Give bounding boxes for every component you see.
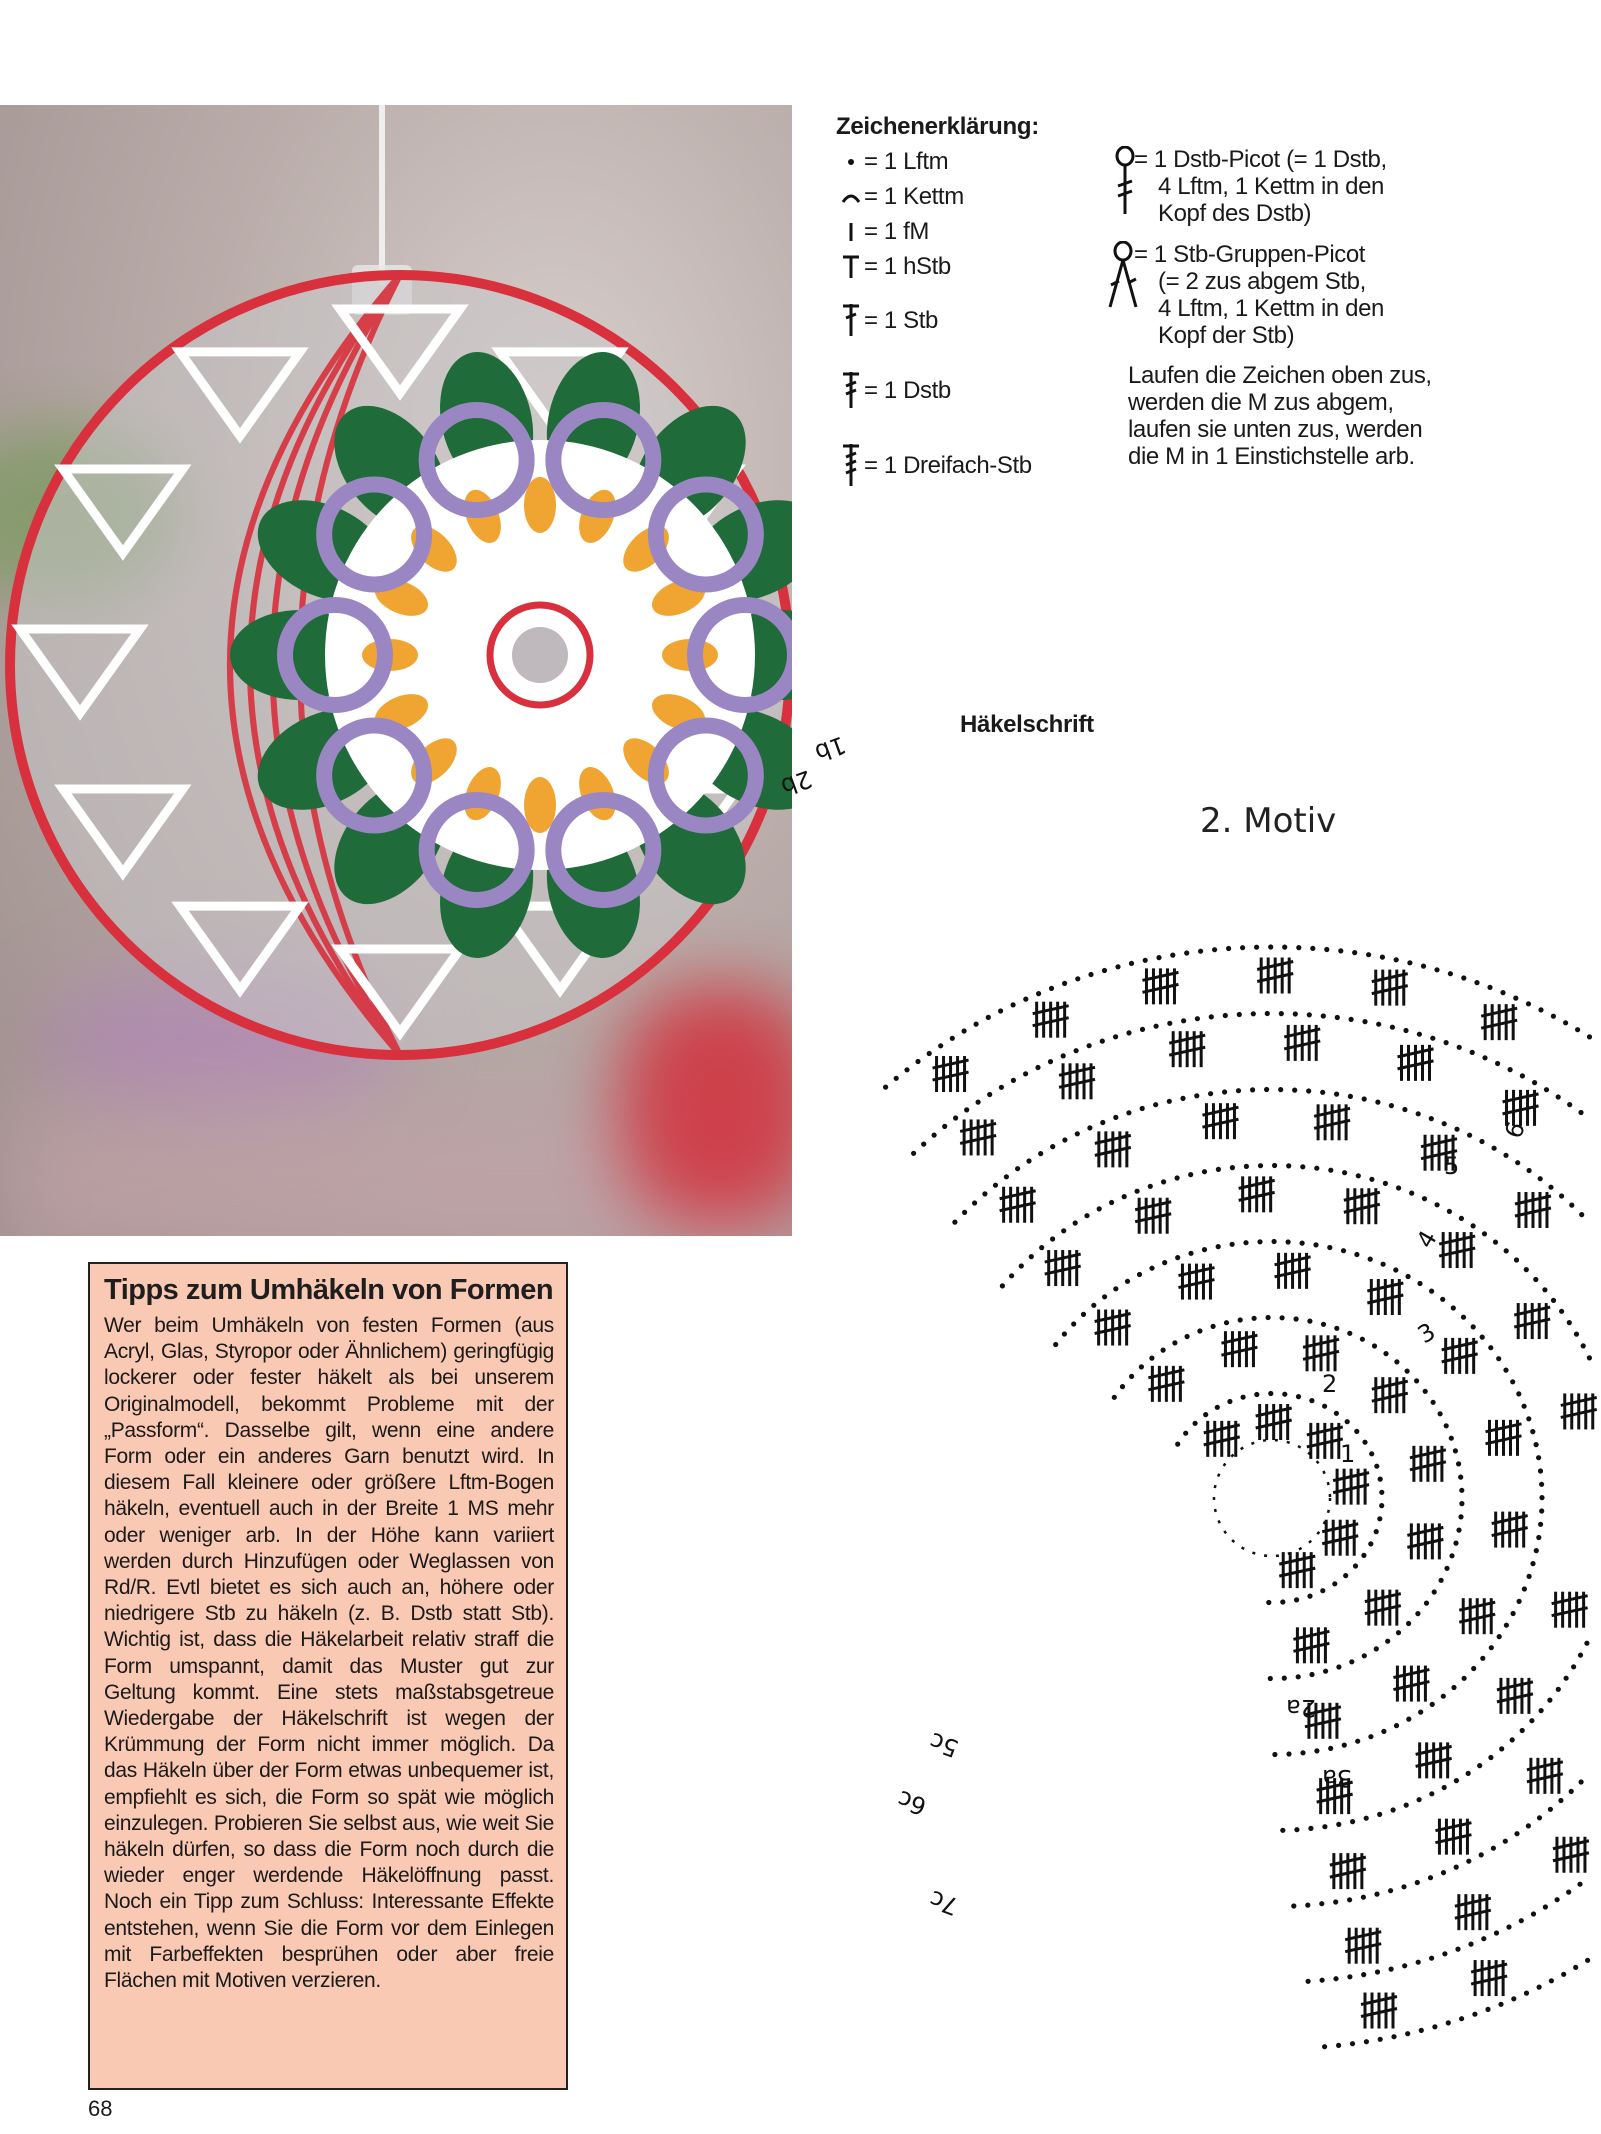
legend-item-dreifach-stb: = 1 Dreifach-Stb xyxy=(838,442,1032,488)
picot-dstb-icon xyxy=(1110,146,1140,216)
crochet-chart-heading: Häkelschrift xyxy=(960,711,1094,738)
legend-item-hstb: = 1 hStb xyxy=(838,253,951,280)
crochet-chart-diagram: 2. Motiv 1b 2b 6 5 4 3 2 1 2a 3a 5c 6c 7… xyxy=(777,730,1598,2050)
dot-icon xyxy=(838,155,864,169)
legend-note: Laufen die Zeichen oben zus, werden die … xyxy=(1128,362,1432,470)
bar-icon xyxy=(838,221,864,243)
legend-item-fm: = 1 fM xyxy=(838,218,929,245)
round-label: 2a xyxy=(1286,1694,1316,1722)
round-label: 1 xyxy=(1340,1440,1355,1468)
cross-one-icon xyxy=(838,302,864,338)
tips-title: Tipps zum Umhäkeln von Formen xyxy=(104,1274,554,1306)
crocheted-bauble-image xyxy=(5,105,792,1060)
round-label: 7c xyxy=(926,1885,962,1921)
round-label: 2b xyxy=(777,764,815,801)
round-label: 5 xyxy=(1444,1152,1459,1180)
motif-label: 2. Motiv xyxy=(1200,801,1336,841)
product-photo xyxy=(0,105,792,1236)
legend-item-dstb: = 1 Dstb xyxy=(838,370,951,410)
round-label: 3a xyxy=(1322,1764,1352,1792)
tips-body: Wer beim Umhäkeln von festen Formen (aus… xyxy=(104,1314,554,1993)
legend-item-lftm: = 1 Lftm xyxy=(838,148,949,175)
round-label: 5c xyxy=(926,1727,962,1763)
page-number: 68 xyxy=(88,2096,113,2121)
round-label: 4 xyxy=(1411,1226,1443,1253)
cross-three-icon xyxy=(838,442,864,488)
round-label: 1b xyxy=(811,730,849,767)
round-label: 6c xyxy=(894,1785,930,1821)
t-icon xyxy=(838,254,864,280)
cross-two-icon xyxy=(838,370,864,410)
picot-group-icon xyxy=(1106,241,1138,311)
legend-item-kettm: = 1 Kettm xyxy=(838,183,964,210)
round-label: 2 xyxy=(1322,1370,1337,1398)
arc-icon xyxy=(838,190,864,204)
tips-box: Tipps zum Umhäkeln von Formen Wer beim U… xyxy=(88,1262,568,2090)
round-label: 3 xyxy=(1413,1317,1440,1349)
legend-item-stb: = 1 Stb xyxy=(838,302,938,338)
legend-title: Zeichenerklärung: xyxy=(836,113,1039,140)
